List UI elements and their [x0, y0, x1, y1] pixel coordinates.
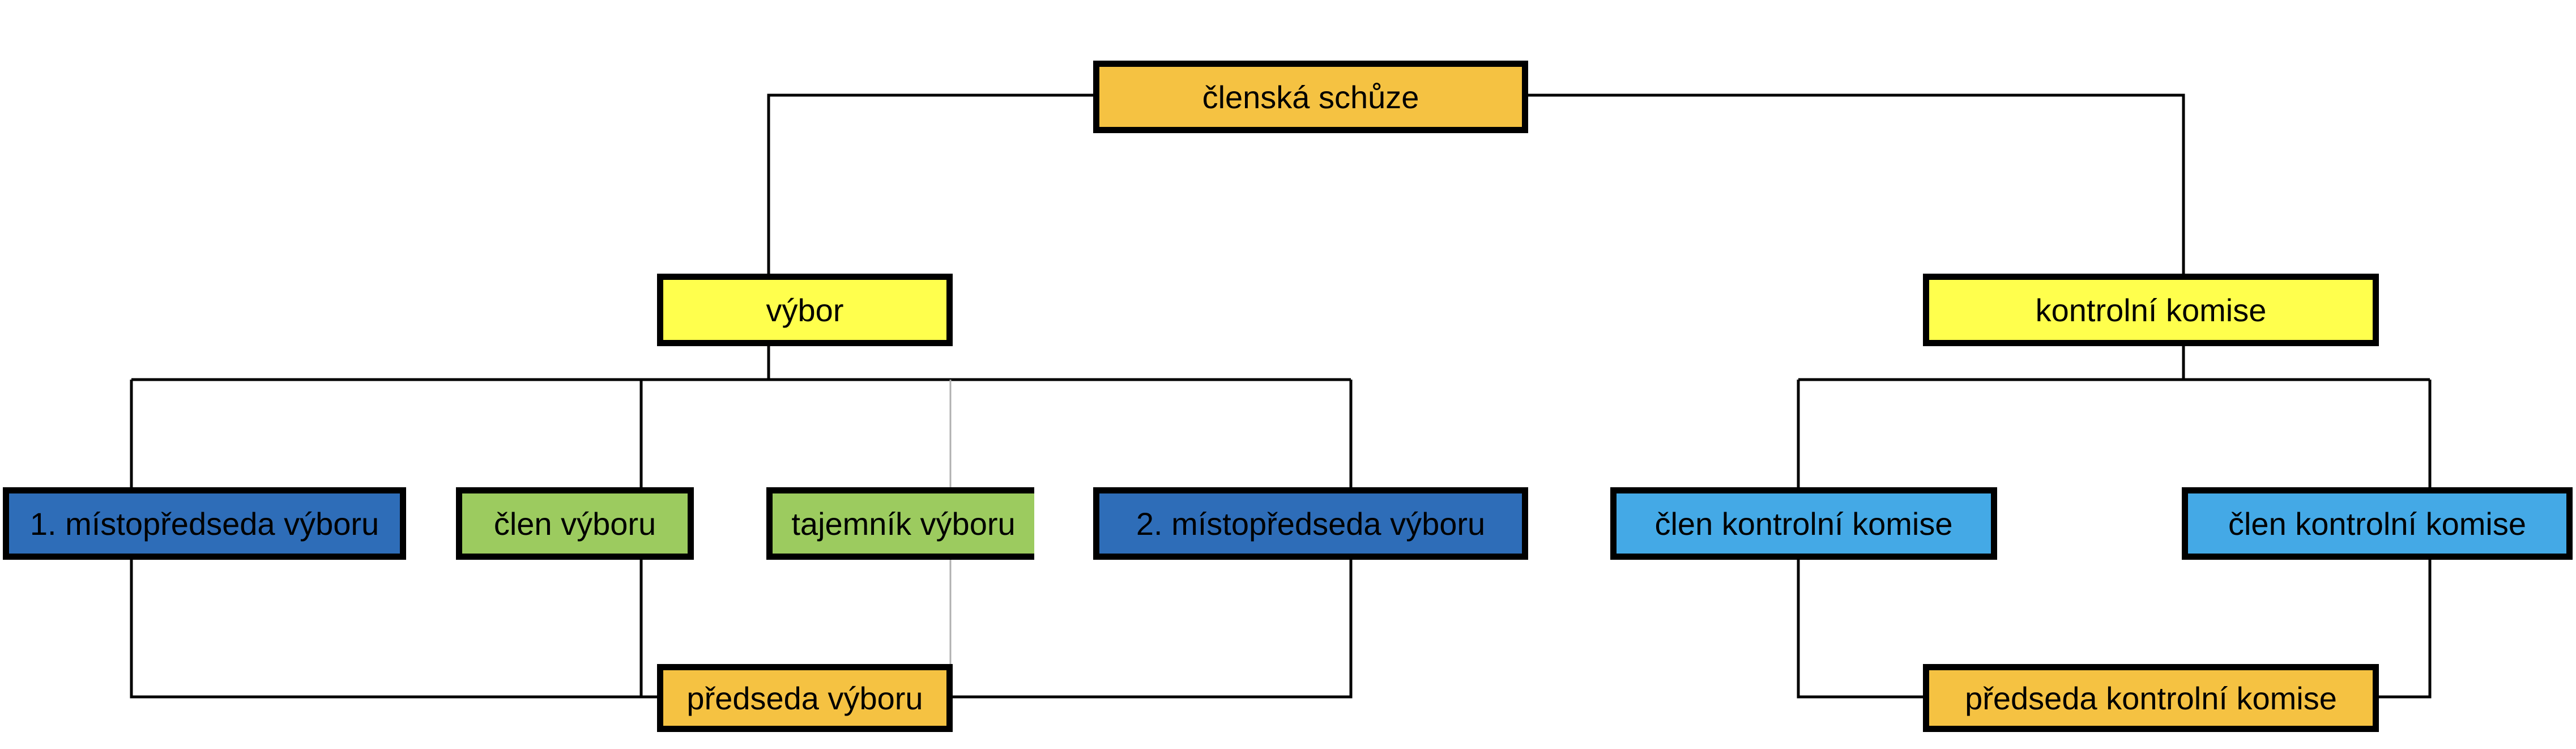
- node-clen-kontrolni-komise-2: člen kontrolní komise: [2182, 487, 2573, 560]
- link-clen-kk-2-predseda: [2379, 560, 2432, 699]
- node-kontrolni-komise: kontrolní komise: [1923, 274, 2379, 346]
- link-clen-kk-1-predseda: [1797, 560, 1923, 699]
- node-predseda-vyboru: předseda výboru: [657, 664, 953, 732]
- node-clenska-schuze: členská schůze: [1093, 61, 1528, 133]
- node-clen-vyboru: člen výboru: [456, 487, 694, 560]
- link-mistopredseda-2-predseda: [952, 560, 1353, 699]
- node-predseda-kontrolni-komise: předseda kontrolní komise: [1923, 664, 2379, 732]
- node-tajemnik-vyboru: tajemník výboru: [766, 487, 1034, 560]
- link-mistopredseda-1-predseda: [130, 560, 660, 699]
- link-schuze-komise: [1528, 93, 2185, 274]
- node-clen-kontrolni-komise-1: člen kontrolní komise: [1610, 487, 1997, 560]
- link-schuze-vybor: [767, 93, 1093, 274]
- node-vybor: výbor: [657, 274, 953, 346]
- node-mistopredseda-1: 1. místopředseda výboru: [3, 487, 406, 560]
- node-mistopredseda-2: 2. místopředseda výboru: [1093, 487, 1528, 560]
